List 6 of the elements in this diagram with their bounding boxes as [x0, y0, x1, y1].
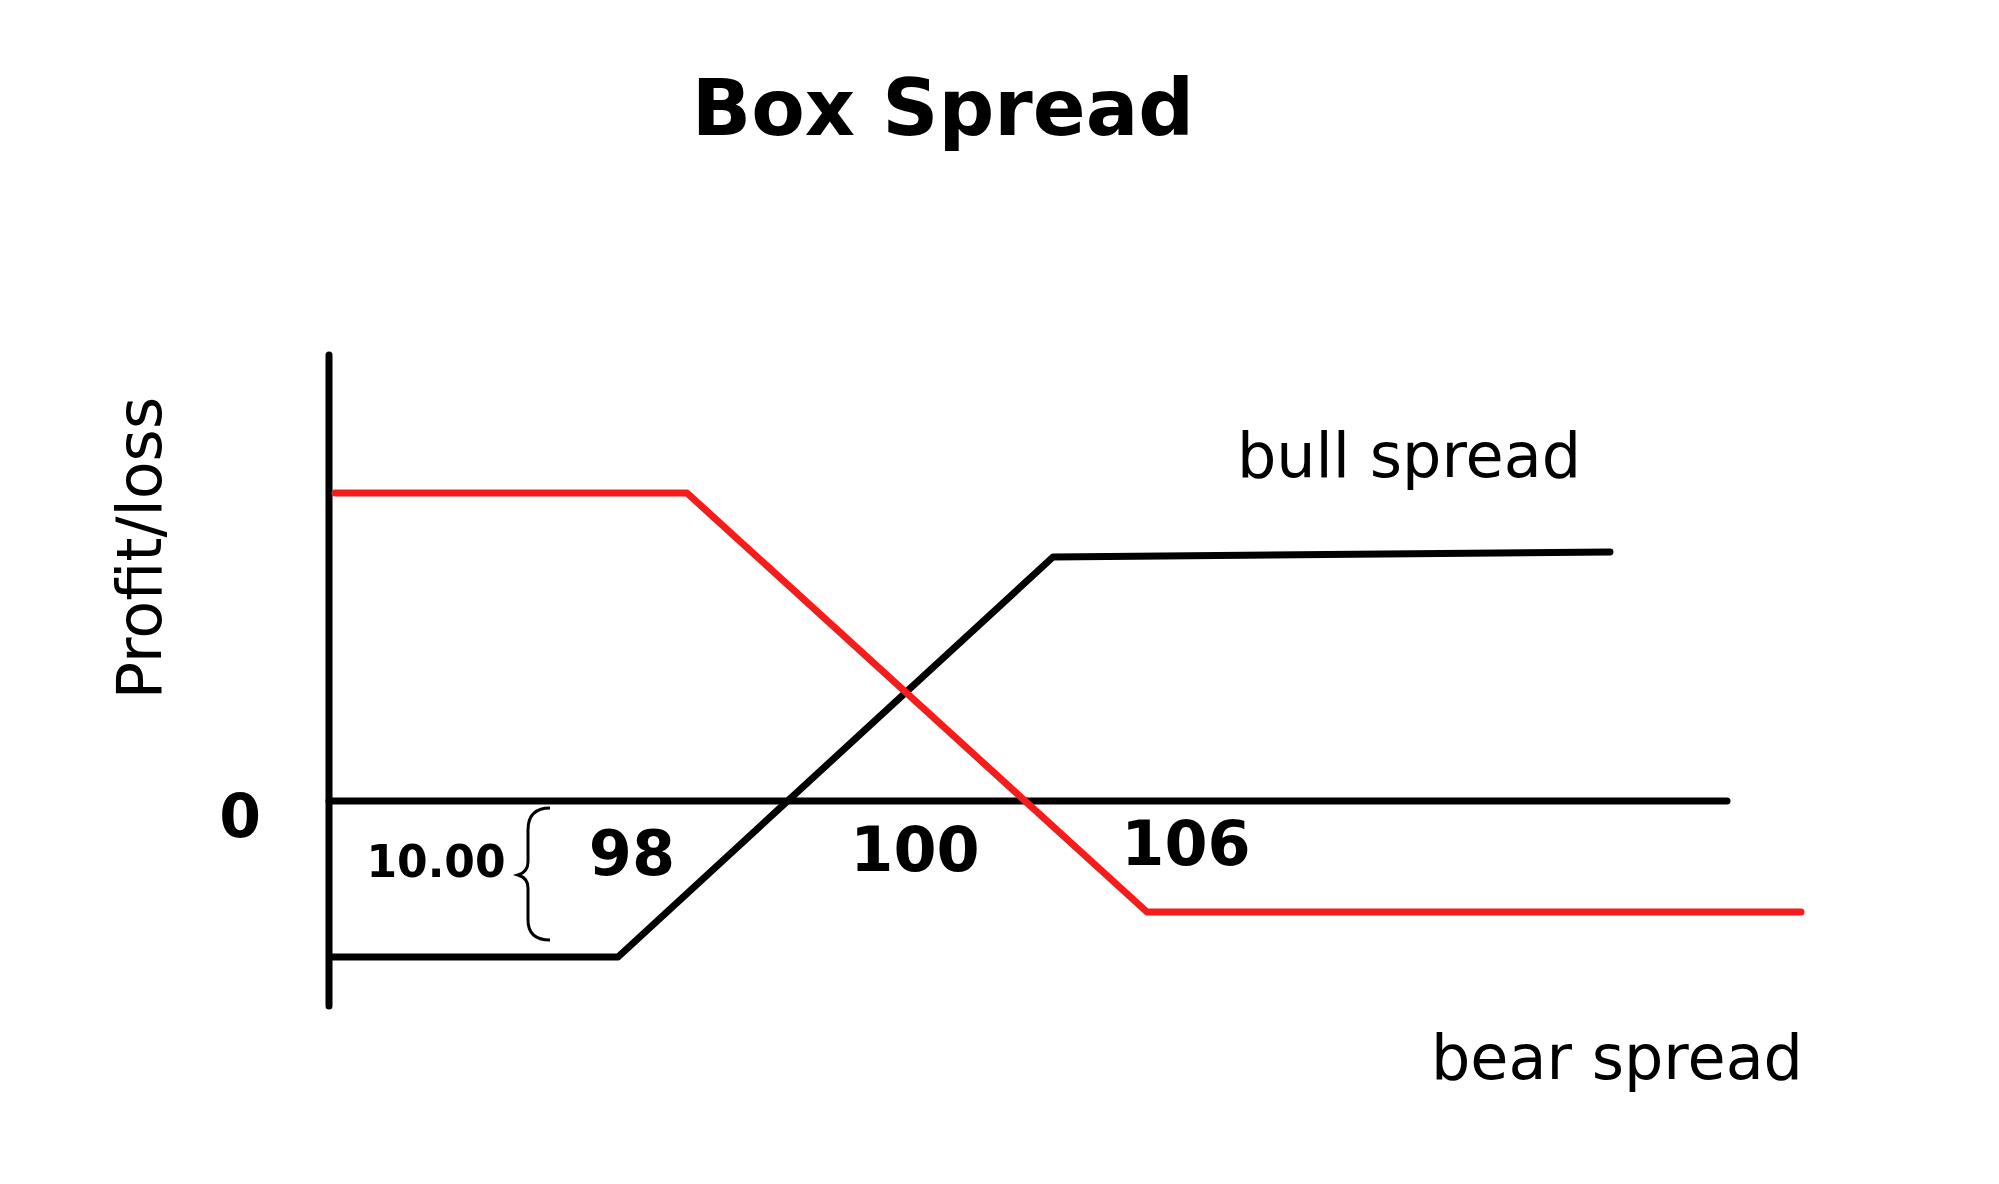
tick-label: 0	[219, 786, 261, 846]
tick-label: 106	[1121, 813, 1251, 875]
value-label: 10.00	[366, 840, 506, 884]
axis-label: Profit/loss	[109, 396, 171, 700]
tick-label: 98	[588, 823, 676, 885]
tick-label: 100	[850, 819, 980, 881]
